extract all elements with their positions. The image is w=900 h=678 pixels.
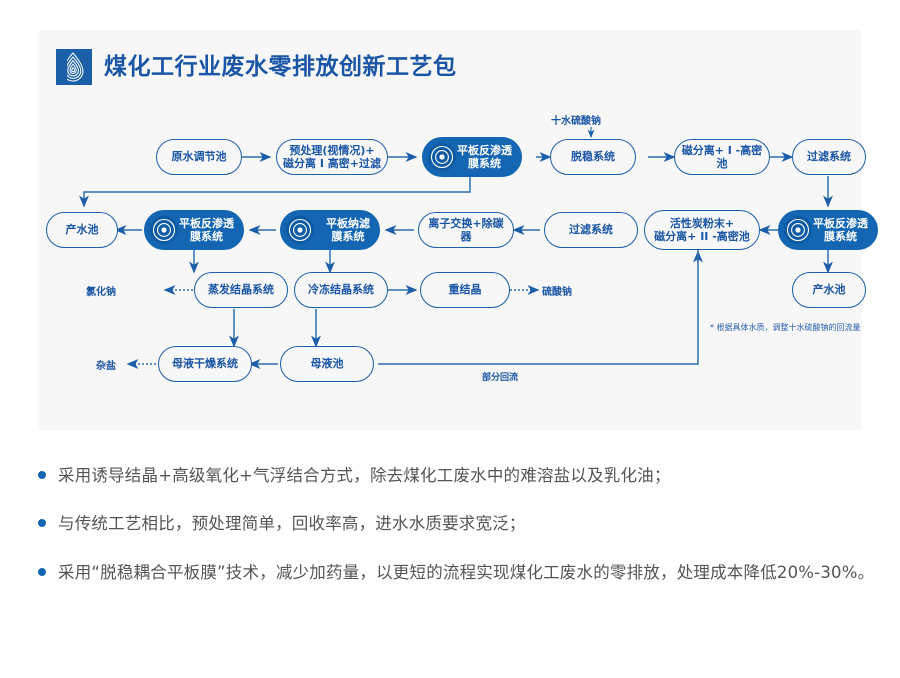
node-filtration-system-2[interactable]: 过滤系统 bbox=[544, 212, 638, 248]
node-label: 平板反渗透 膜系统 bbox=[457, 143, 512, 170]
node-flat-ro-membrane-1[interactable]: 平板反渗透 膜系统 bbox=[422, 137, 522, 177]
node-label: 脱稳系统 bbox=[571, 150, 615, 164]
page-title: 煤化工行业废水零排放创新工艺包 bbox=[104, 53, 457, 80]
diagram-footnote: * 根据具体水质，调整十水硫酸钠的回流量 bbox=[710, 323, 861, 332]
node-magnetic-sep-1[interactable]: 磁分离+ I -高密池 bbox=[674, 139, 770, 175]
list-item: 与传统工艺相比，预处理简单，回收率高，进水水质要求宽泛； bbox=[30, 510, 880, 538]
node-mother-liquor-tank[interactable]: 母液池 bbox=[280, 346, 374, 382]
node-raw-water-tank[interactable]: 原水调节池 bbox=[156, 139, 242, 175]
node-label: 重结晶 bbox=[448, 283, 482, 297]
node-mother-liquor-drying[interactable]: 母液干燥系统 bbox=[158, 346, 252, 382]
node-pretreatment[interactable]: 预处理(视情况)+ 磁分离 I 高密+过滤 bbox=[276, 139, 388, 175]
header: 煤化工行业废水零排放创新工艺包 bbox=[56, 46, 457, 88]
node-label: 母液干燥系统 bbox=[172, 357, 238, 371]
ro-membrane-icon bbox=[427, 142, 457, 172]
node-flat-ro-membrane-3[interactable]: 平板反渗透 膜系统 bbox=[778, 210, 878, 250]
return-flow-label: 部分回流 bbox=[482, 373, 519, 383]
bullet-dot-icon bbox=[38, 471, 46, 479]
node-flat-nanofiltration-membrane[interactable]: 平板纳滤 膜系统 bbox=[280, 210, 380, 250]
output-label-mixed-salt: 杂盐 bbox=[96, 361, 116, 372]
list-item: 采用诱导结晶+高级氧化+气浮结合方式，除去煤化工废水中的难溶盐以及乳化油； bbox=[30, 462, 880, 490]
node-label: 冷冻结晶系统 bbox=[308, 283, 374, 297]
node-label: 平板反渗透 膜系统 bbox=[179, 216, 234, 243]
node-destabilization-system[interactable]: 脱稳系统 bbox=[550, 139, 636, 175]
node-label: 母液池 bbox=[310, 357, 344, 371]
dosing-label-na2so4-10h2o: 十水硫酸钠 bbox=[551, 116, 601, 127]
bullet-list: 采用诱导结晶+高级氧化+气浮结合方式，除去煤化工废水中的难溶盐以及乳化油； 与传… bbox=[30, 462, 880, 607]
node-evaporation-crystallization[interactable]: 蒸发结晶系统 bbox=[194, 272, 288, 308]
node-filtration-system-1[interactable]: 过滤系统 bbox=[792, 139, 866, 175]
bullet-text: 采用“脱稳耦合平板膜”技术，减少加药量，以更短的流程实现煤化工废水的零排放，处理… bbox=[58, 562, 875, 582]
ro-membrane-icon bbox=[149, 215, 179, 245]
node-label: 原水调节池 bbox=[171, 150, 227, 164]
node-recrystallization[interactable]: 重结晶 bbox=[420, 272, 510, 308]
node-label: 离子交换+除碳器 bbox=[428, 216, 504, 243]
node-product-water-tank-left[interactable]: 产水池 bbox=[46, 212, 118, 248]
node-label: 活性炭粉末+ 磁分离+ II -高密池 bbox=[654, 216, 750, 243]
node-label: 过滤系统 bbox=[807, 150, 851, 164]
bullet-dot-icon bbox=[38, 567, 46, 576]
flow-connectors bbox=[79, 127, 833, 369]
node-label: 预处理(视情况)+ 磁分离 I 高密+过滤 bbox=[283, 143, 381, 170]
node-label: 磁分离+ I -高密池 bbox=[681, 143, 763, 170]
node-freezing-crystallization[interactable]: 冷冻结晶系统 bbox=[294, 272, 388, 308]
node-label: 产水池 bbox=[65, 223, 99, 237]
water-drop-rings-logo-icon bbox=[56, 49, 92, 85]
ro-membrane-icon bbox=[285, 215, 315, 245]
process-flow-diagram: 原水调节池 预处理(视情况)+ 磁分离 I 高密+过滤 平板反渗透 膜系统 脱稳… bbox=[38, 100, 878, 400]
node-product-water-tank-right[interactable]: 产水池 bbox=[792, 272, 866, 308]
node-label: 蒸发结晶系统 bbox=[208, 283, 274, 297]
ro-membrane-icon bbox=[783, 215, 813, 245]
output-label-sodium-sulfate: 硫酸钠 bbox=[542, 287, 572, 298]
node-label: 过滤系统 bbox=[569, 223, 613, 237]
bullet-text: 与传统工艺相比，预处理简单，回收率高，进水水质要求宽泛； bbox=[58, 514, 526, 534]
node-label: 产水池 bbox=[812, 283, 846, 297]
list-item: 采用“脱稳耦合平板膜”技术，减少加药量，以更短的流程实现煤化工废水的零排放，处理… bbox=[30, 559, 880, 587]
node-flat-ro-membrane-2[interactable]: 平板反渗透 膜系统 bbox=[144, 210, 244, 250]
node-label: 平板纳滤 膜系统 bbox=[326, 216, 370, 243]
node-label: 平板反渗透 膜系统 bbox=[813, 216, 868, 243]
bullet-text: 采用诱导结晶+高级氧化+气浮结合方式，除去煤化工废水中的难溶盐以及乳化油； bbox=[58, 466, 671, 485]
node-ion-exchange-decarbonator[interactable]: 离子交换+除碳器 bbox=[418, 212, 514, 248]
output-label-sodium-chloride: 氯化钠 bbox=[86, 287, 116, 298]
node-activated-carbon-magnetic-sep-2[interactable]: 活性炭粉末+ 磁分离+ II -高密池 bbox=[644, 210, 760, 250]
bullet-dot-icon bbox=[38, 519, 46, 528]
